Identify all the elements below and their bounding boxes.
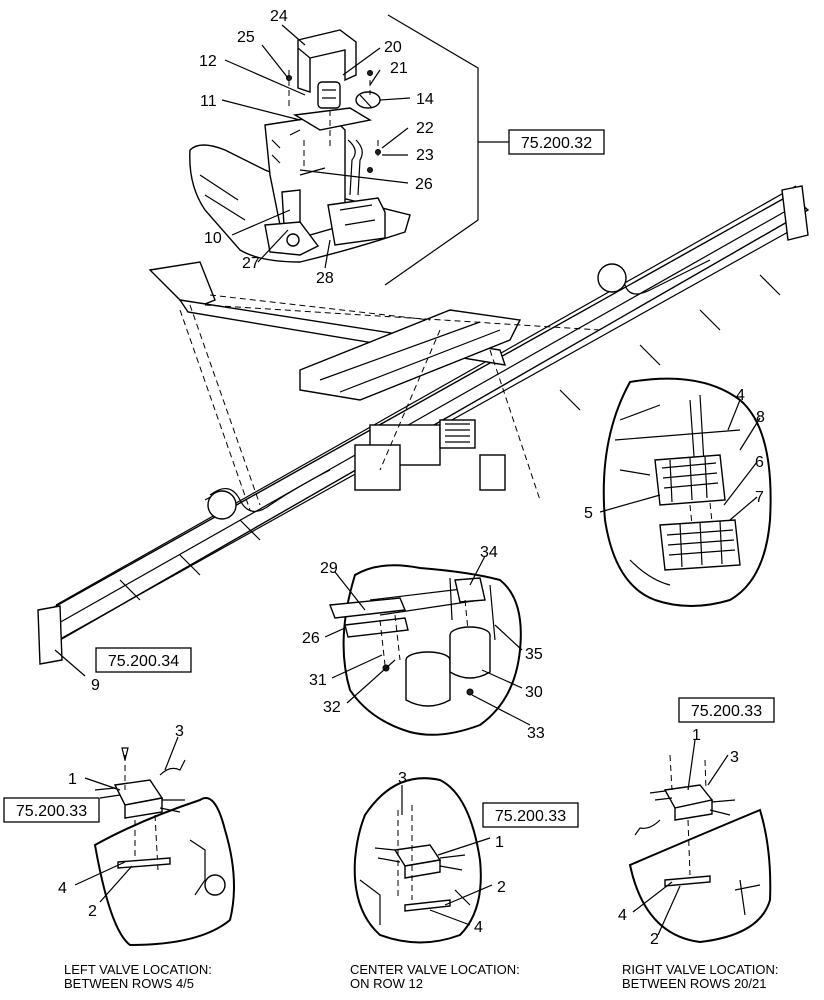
center-zoom-detail	[329, 564, 522, 736]
caption-center-line1: CENTER VALVE LOCATION:	[350, 962, 520, 977]
callout-right-4: 4	[618, 907, 627, 924]
ref-label-3: 75.200.33	[16, 803, 87, 820]
callout-30: 30	[525, 684, 543, 701]
caption-left-line1: LEFT VALVE LOCATION:	[64, 962, 212, 977]
callout-21: 21	[390, 60, 408, 77]
ref-box-3[interactable]: 75.200.33	[3, 797, 100, 823]
callout-32: 32	[323, 699, 341, 716]
callout-center-3: 3	[398, 770, 407, 787]
callout-26-top: 26	[415, 176, 433, 193]
callout-26-center: 26	[302, 630, 320, 647]
callout-10: 10	[204, 230, 222, 247]
callout-center-4: 4	[474, 919, 483, 936]
callout-14: 14	[416, 91, 434, 108]
ref-label-5: 75.200.33	[691, 703, 762, 720]
callout-center-2: 2	[497, 879, 506, 896]
callout-center-1: 1	[495, 834, 504, 851]
callout-23: 23	[416, 147, 434, 164]
callout-8: 8	[756, 409, 765, 426]
callout-labels: 24 25 20 12 21 14 11 22 23 26 10 27 28 9…	[58, 8, 765, 948]
callout-12: 12	[199, 53, 217, 70]
callout-left-3: 3	[175, 723, 184, 740]
callout-11: 11	[200, 93, 217, 110]
ref-label-2: 75.200.34	[108, 653, 179, 670]
center-valve-detail	[353, 777, 482, 944]
callout-20: 20	[384, 39, 402, 56]
ref-box-4[interactable]: 75.200.33	[482, 802, 579, 828]
left-valve-detail	[93, 747, 235, 947]
callout-left-4: 4	[58, 880, 67, 897]
callout-29: 29	[320, 560, 338, 577]
callout-right-2: 2	[650, 931, 659, 948]
callout-35: 35	[525, 646, 543, 663]
callout-25: 25	[237, 29, 255, 46]
ref-label-1: 75.200.32	[521, 135, 592, 152]
ref-label-4: 75.200.33	[495, 808, 566, 825]
caption-right-line1: RIGHT VALVE LOCATION:	[622, 962, 779, 977]
callout-28: 28	[316, 270, 334, 287]
top-bracket-detail	[189, 29, 411, 263]
callout-left-2: 2	[88, 903, 97, 920]
callout-right-1: 1	[692, 727, 701, 744]
callout-right-3: 3	[730, 749, 739, 766]
captions: LEFT VALVE LOCATION: BETWEEN ROWS 4/5 CE…	[64, 962, 779, 991]
callout-33: 33	[527, 725, 545, 742]
callout-5: 5	[584, 505, 593, 522]
callout-9: 9	[91, 677, 100, 694]
caption-left-line2: BETWEEN ROWS 4/5	[64, 976, 194, 991]
ref-box-5[interactable]: 75.200.33	[678, 697, 775, 723]
ref-box-2[interactable]: 75.200.34	[95, 647, 192, 673]
caption-center-line2: ON ROW 12	[350, 976, 423, 991]
leader-lines	[54, 24, 761, 936]
right-zoom-detail	[602, 377, 772, 607]
callout-34: 34	[480, 544, 498, 561]
ref-box-1[interactable]: 75.200.32	[508, 129, 605, 155]
callout-27: 27	[242, 255, 260, 272]
callout-22: 22	[416, 120, 434, 137]
callout-4-zoom: 4	[736, 387, 745, 404]
callout-24: 24	[270, 8, 288, 25]
callout-7: 7	[755, 489, 764, 506]
callout-left-1: 1	[68, 771, 77, 788]
right-valve-detail	[628, 754, 772, 944]
top-detail-bracket-line	[384, 14, 479, 286]
callout-31: 31	[309, 672, 327, 689]
toolbar-frame	[37, 185, 810, 665]
callout-6: 6	[755, 454, 764, 471]
caption-right-line2: BETWEEN ROWS 20/21	[622, 976, 766, 991]
